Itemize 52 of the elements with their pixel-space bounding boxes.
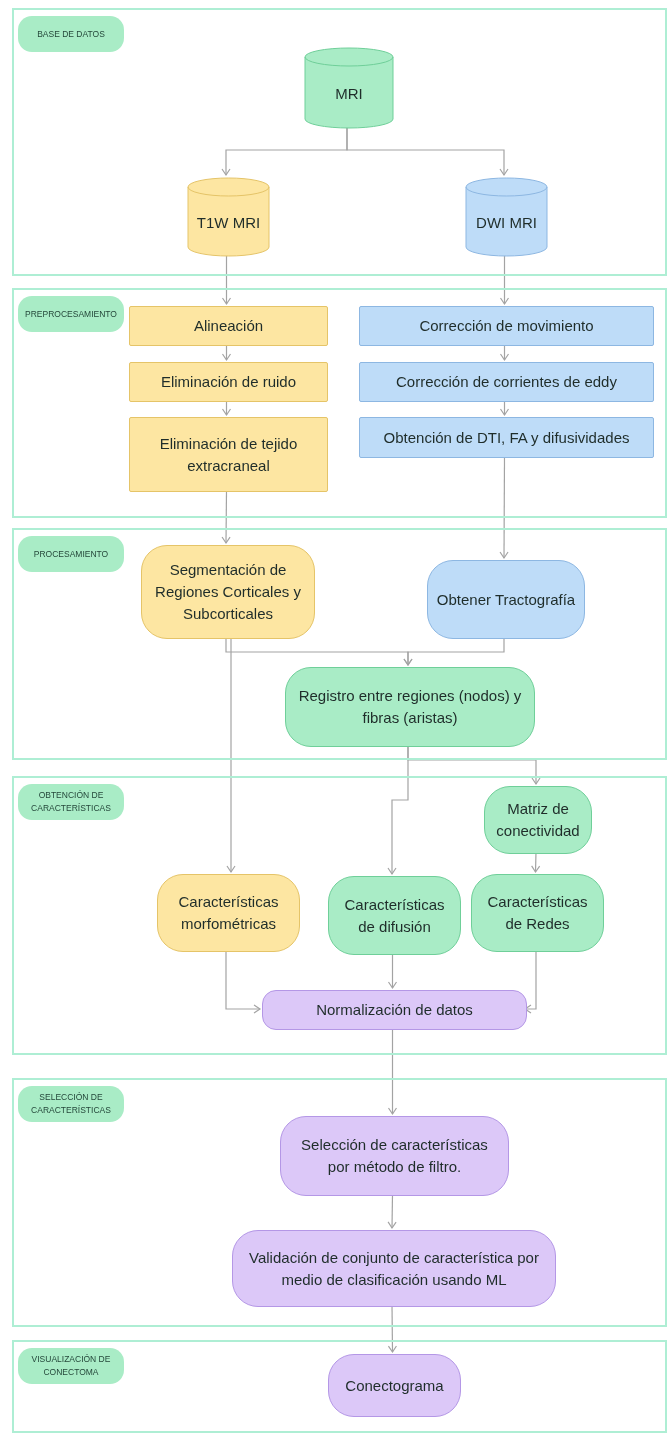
process-box (328, 876, 461, 955)
process-box (359, 417, 654, 458)
section-label: SELECCIÓN DE CARACTERÍSTICAS (18, 1086, 124, 1122)
arrow (221, 254, 232, 305)
swimlane-band (12, 1340, 667, 1433)
node-label: Obtener Tractografía (435, 589, 577, 610)
node-label: Características de difusión (343, 894, 446, 937)
process-box (157, 874, 300, 952)
node-label: Validación de conjunto de característica por medio de clasificación usando ML (248, 1247, 540, 1290)
node-label: Registro entre regiones (nodos) y fibras (aristas) (297, 686, 523, 728)
node-label: Alineación (192, 316, 265, 336)
node-label: MRI (334, 84, 364, 104)
node-label: Matriz de conectividad (495, 799, 581, 841)
swimlane-band (12, 288, 667, 518)
node-label: Normalización de datos (315, 1000, 474, 1020)
process-box (129, 306, 328, 346)
process-box (232, 1230, 556, 1307)
process-box (262, 990, 527, 1030)
swimlane-band (12, 1078, 667, 1327)
process-box (280, 1116, 509, 1196)
process-box (359, 306, 654, 346)
node-label: T1W MRI (195, 213, 262, 233)
swimlane-band (12, 8, 667, 276)
node-label: Conectograma (344, 1375, 445, 1396)
process-box (129, 362, 328, 402)
section-label: PROCESAMIENTO (18, 536, 124, 572)
node-label: Características morfométricas (177, 892, 280, 934)
node-label: Eliminación de tejido extracraneal (158, 433, 299, 476)
node-label: Segmentación de Regiones Corticales y Subcorticales (154, 560, 302, 624)
node-label: Características de Redes (486, 892, 589, 934)
node-label: Obtención de DTI, FA y difusividades (382, 427, 631, 448)
swimlane-band (12, 776, 667, 1055)
section-label: VISUALIZACIÓN DE CONECTOMA (18, 1348, 124, 1384)
process-box (427, 560, 585, 639)
swimlane-band (12, 528, 667, 760)
section-label: PREPROCESAMIENTO (18, 296, 124, 332)
section-label: OBTENCIÓN DE CARACTERÍSTICAS (18, 784, 124, 820)
node-label: DWI MRI (475, 213, 538, 233)
node-label: Eliminación de ruido (159, 372, 298, 392)
node-label: Corrección de movimiento (418, 316, 595, 336)
arrow (346, 126, 509, 176)
process-box (129, 417, 328, 492)
node-label: Selección de características por método de filtro. (300, 1135, 489, 1177)
node-label: Corrección de corrientes de eddy (395, 372, 618, 392)
section-label: BASE DE DATOS (18, 16, 124, 52)
process-box (141, 545, 315, 639)
process-box (484, 786, 592, 854)
process-box (471, 874, 604, 952)
process-box (328, 1354, 461, 1417)
arrow (499, 254, 510, 305)
process-box (285, 667, 535, 747)
process-box (359, 362, 654, 402)
